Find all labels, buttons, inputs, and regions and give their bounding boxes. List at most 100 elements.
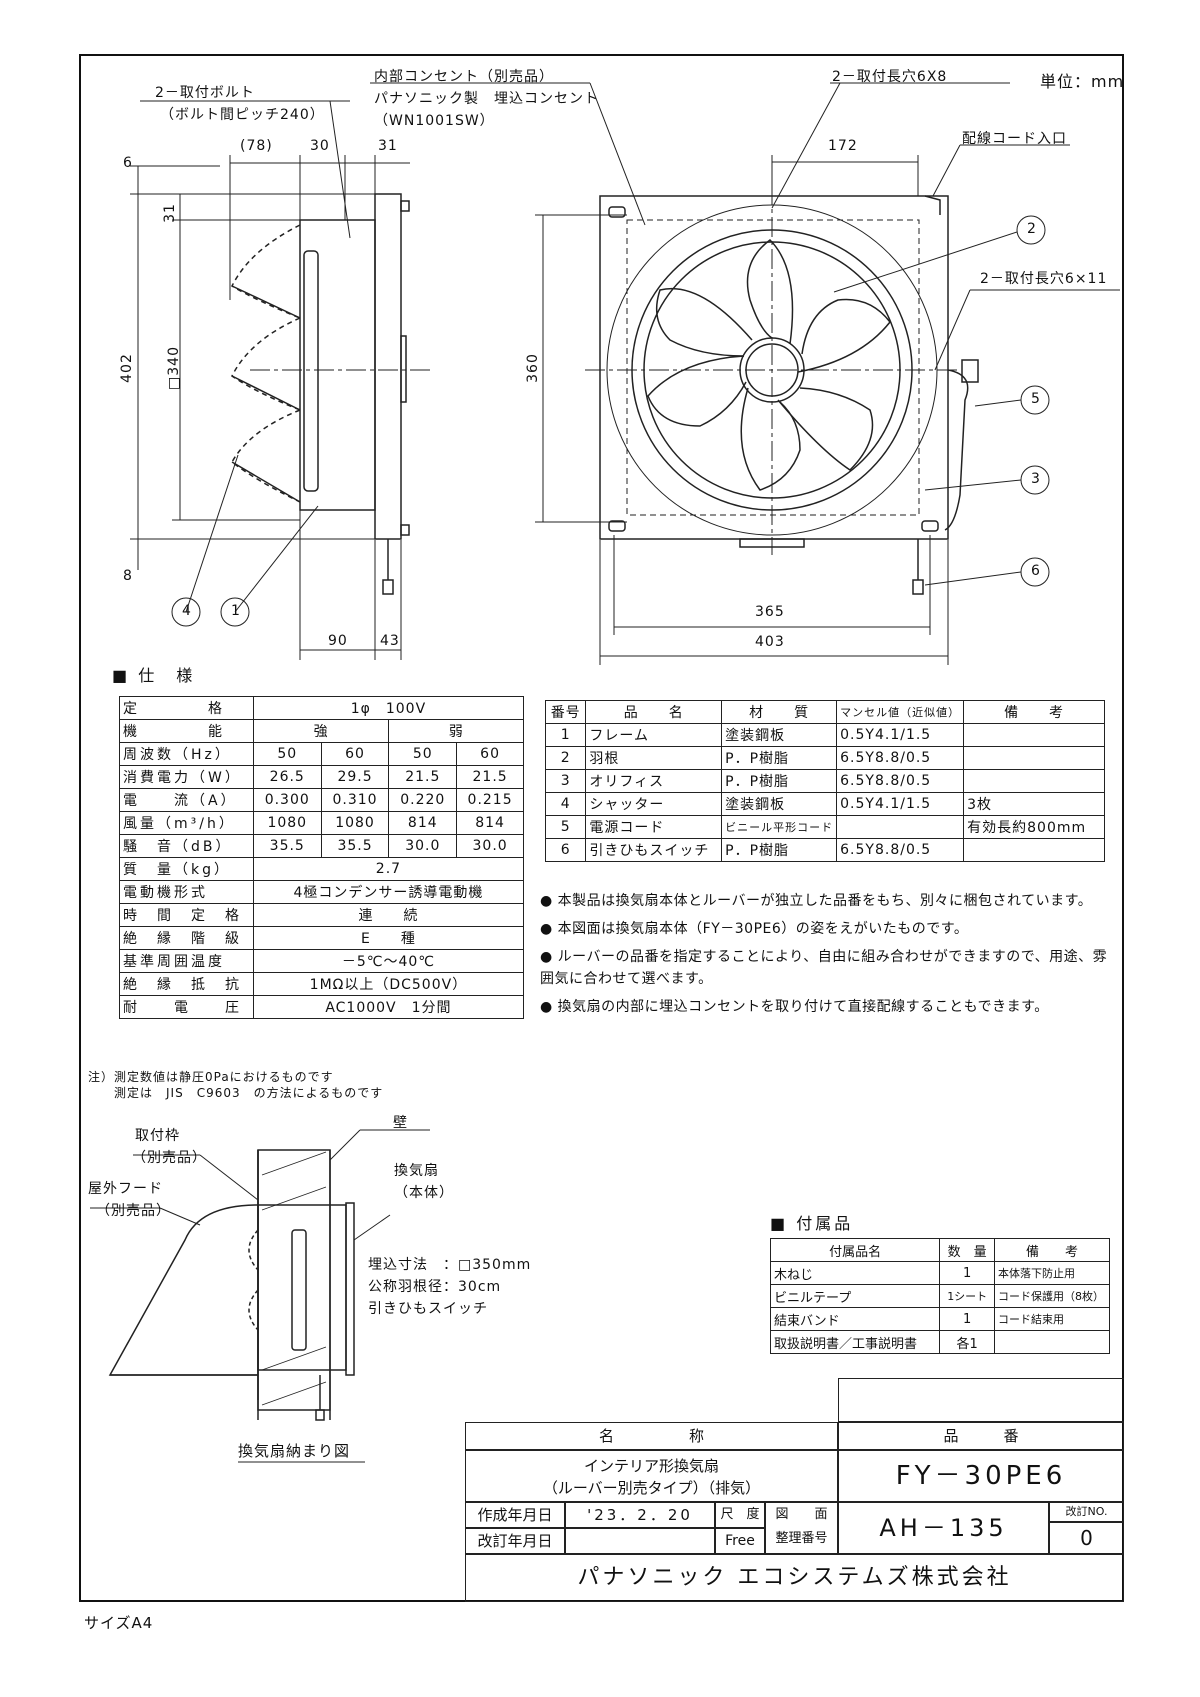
- spec-note-1: 注）測定数値は静圧0Paにおけるものです: [88, 1070, 334, 1084]
- install-spec-1: 埋込寸法 ：□350mm: [368, 1257, 532, 1273]
- drawing-no-label: 図 面整理番号: [765, 1502, 838, 1554]
- dim-365: 365: [755, 604, 785, 620]
- scale-label: 尺 度: [715, 1502, 765, 1528]
- title-block: 名 称 品 番 インテリア形換気扇（ルーバー別売タイプ）（排気） FY－30PE…: [465, 1422, 1124, 1602]
- note-2: ● 本図面は換気扇本体（FY－30PE6）の姿をえがいたものです。: [540, 921, 969, 937]
- outlet-label: 内部コンセント（別売品）: [374, 69, 554, 85]
- callout-2: 2: [1027, 221, 1037, 237]
- bolt-pitch-label: （ボルト間ピッチ240）: [160, 107, 325, 123]
- install-hood-sub: （別売品）: [96, 1203, 171, 1219]
- callout-5: 5: [1031, 391, 1041, 407]
- table-row: 取扱説明書／工事説明書各1: [769, 1330, 1110, 1354]
- install-wall-label: 壁: [393, 1115, 408, 1131]
- note-3: ● ルーバーの品番を指定することにより、自由に組み合わせができますので、用途、雰…: [540, 949, 1108, 987]
- dim-90: 90: [328, 633, 348, 649]
- table-row: 番号品 名材 質マンセル値（近似値）備 考: [544, 700, 1105, 724]
- install-frame-sub: （別売品）: [132, 1150, 207, 1166]
- install-fan-label: 換気扇: [394, 1163, 439, 1179]
- cord-inlet-label: 配線コード入口: [962, 131, 1067, 147]
- paper-size-label: サイズA4: [84, 1614, 154, 1632]
- callout-6: 6: [1031, 563, 1041, 579]
- scale-value: Free: [715, 1528, 765, 1554]
- dim-6: 6: [123, 155, 133, 171]
- table-row: 時 間 定 格連 続: [119, 903, 525, 927]
- side-body: [299, 219, 376, 511]
- install-frame-label: 取付枠: [135, 1128, 180, 1144]
- revised-label: 改訂年月日: [465, 1528, 565, 1554]
- dim-360: 360: [524, 353, 541, 383]
- title-product-name: インテリア形換気扇（ルーバー別売タイプ）（排気）: [465, 1450, 838, 1502]
- dim-340: □340: [165, 346, 182, 390]
- install-fan-sub: （本体）: [394, 1185, 454, 1201]
- table-row: 機 能強弱: [119, 719, 524, 743]
- side-shutter-handle: [303, 250, 319, 492]
- title-model: FY－30PE6: [838, 1450, 1124, 1502]
- slot-side-label: 2－取付長穴6×11: [980, 271, 1108, 287]
- unit-label: 単位：mm: [1040, 72, 1125, 91]
- dim-78: (78): [240, 138, 273, 154]
- drawing-no: AH－135: [838, 1502, 1049, 1554]
- note-4: ● 換気扇の内部に埋込コンセントを取り付けて直接配線することもできます。: [540, 999, 1049, 1015]
- spec-note-2: 測定は JIS C9603 の方法によるものです: [114, 1086, 384, 1100]
- table-row: 基準周囲温度－5℃～40℃: [119, 949, 525, 973]
- install-spec-3: 引きひもスイッチ: [368, 1301, 488, 1317]
- accessories-heading: ■ 付属品: [770, 1214, 854, 1233]
- dim-172: 172: [828, 138, 858, 154]
- company-name: パナソニック エコシステムズ株式会社: [465, 1554, 1124, 1602]
- callout-1: 1: [231, 603, 241, 619]
- outlet-maker-label: パナソニック製 埋込コンセント: [374, 91, 599, 107]
- outlet-model-label: （WN1001SW）: [374, 113, 495, 129]
- dim-403: 403: [755, 634, 785, 650]
- callout-4: 4: [182, 603, 192, 619]
- dim-31b: 31: [161, 203, 178, 223]
- dim-30: 30: [310, 138, 330, 154]
- install-caption: 換気扇納まり図: [238, 1442, 351, 1460]
- note-1: ● 本製品は換気扇本体とルーバーが独立した品番をもち、別々に梱包されています。: [540, 893, 1093, 909]
- dim-8: 8: [123, 568, 133, 584]
- front-frame: [599, 195, 949, 540]
- callout-3: 3: [1031, 471, 1041, 487]
- bolt-label: 2－取付ボルト: [155, 85, 255, 101]
- rev-label: 改訂NO.: [1049, 1502, 1124, 1522]
- wall-section: [257, 1149, 331, 1411]
- created-date: '23．2．20: [565, 1502, 715, 1528]
- dim-31: 31: [378, 138, 398, 154]
- rev-value: 0: [1049, 1522, 1124, 1554]
- spec-heading: ■ 仕 様: [112, 666, 196, 685]
- dim-43: 43: [380, 633, 400, 649]
- install-hood-label: 屋外フード: [88, 1181, 163, 1197]
- table-row: 付属品名数 量備 考: [769, 1238, 1110, 1262]
- created-label: 作成年月日: [465, 1502, 565, 1528]
- install-spec-2: 公称羽根径：30cm: [368, 1279, 502, 1295]
- title-number-header: 品 番: [838, 1422, 1124, 1450]
- title-name-header: 名 称: [465, 1422, 838, 1450]
- title-block-spare: [838, 1378, 1124, 1422]
- side-frame: [374, 193, 402, 540]
- slot-top-label: 2－取付長穴6X8: [832, 69, 948, 85]
- table-row: 質 量（kg）2.7: [119, 857, 525, 881]
- revised-date: [565, 1528, 715, 1554]
